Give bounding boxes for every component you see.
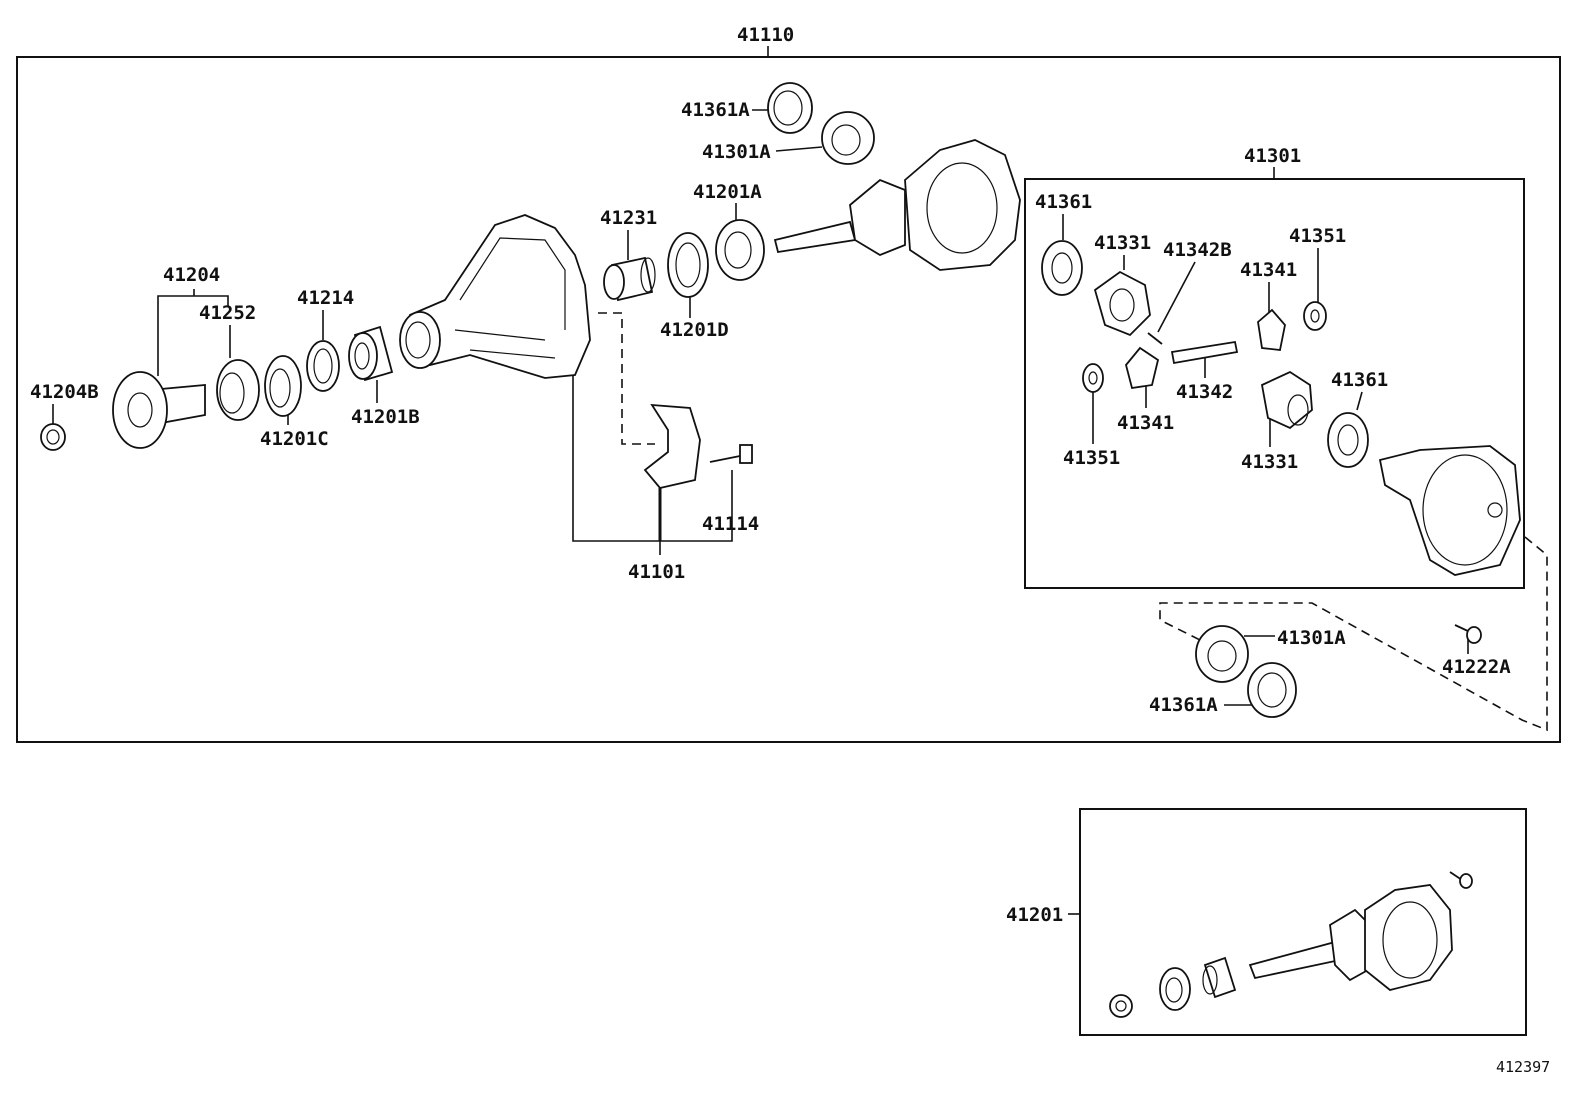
part-kit-spacer <box>1202 956 1237 999</box>
label-41331-b: 41331 <box>1241 451 1298 473</box>
label-41204B: 41204B <box>30 381 99 403</box>
label-41361-a: 41361 <box>1035 191 1092 213</box>
part-kit-ring-pinion <box>1248 884 1453 991</box>
part-41201D-shim <box>667 232 709 298</box>
label-41252: 41252 <box>199 302 256 324</box>
label-41214: 41214 <box>297 287 354 309</box>
label-41201A: 41201A <box>693 181 762 203</box>
part-41361-b-washer <box>1327 412 1369 468</box>
label-41342B: 41342B <box>1163 239 1232 261</box>
label-41361-b: 41361 <box>1331 369 1388 391</box>
label-41331-a: 41331 <box>1094 232 1151 254</box>
part-41214-spacer <box>306 340 340 392</box>
label-41222A: 41222A <box>1442 656 1511 678</box>
label-41114: 41114 <box>702 513 759 535</box>
part-41342B-pin <box>1147 332 1163 345</box>
part-41222A-bolt <box>1454 624 1482 644</box>
part-kit-bearing <box>1159 967 1191 1011</box>
part-41331-b-side-gear <box>1260 370 1313 430</box>
part-41361A-bot-seal <box>1247 662 1297 718</box>
label-41204: 41204 <box>163 264 220 286</box>
part-41341-b-pinion <box>1125 346 1160 390</box>
part-41342-cross-shaft <box>1170 340 1239 365</box>
label-41201B: 41201B <box>351 406 420 428</box>
part-41201C-bearing <box>264 355 302 417</box>
callout-diff-case: 41301 <box>1244 145 1301 167</box>
part-41351-a-washer <box>1303 301 1327 331</box>
part-41361A-top-seal <box>767 82 813 134</box>
label-41342: 41342 <box>1176 381 1233 403</box>
callout-ring-pinion-kit: 41201 <box>1006 904 1063 926</box>
part-kit-nut <box>1109 994 1133 1018</box>
label-41341-b: 41341 <box>1117 412 1174 434</box>
part-bearing-cap <box>643 403 701 490</box>
label-41351-a: 41351 <box>1289 225 1346 247</box>
part-kit-bolt <box>1449 871 1473 889</box>
label-41361A-bot: 41361A <box>1149 694 1218 716</box>
label-41201D: 41201D <box>660 319 729 341</box>
label-41301A-bot: 41301A <box>1277 627 1346 649</box>
part-41201A-bearing <box>715 219 765 281</box>
part-41301A-top-bearing <box>821 111 875 165</box>
label-41301A-top: 41301A <box>702 141 771 163</box>
label-41101: 41101 <box>628 561 685 583</box>
part-ring-and-pinion <box>773 139 1021 271</box>
label-41341-a: 41341 <box>1240 259 1297 281</box>
part-41361-a-washer <box>1041 240 1083 296</box>
part-diff-case <box>1378 445 1521 576</box>
part-41331-a-side-gear <box>1093 270 1151 337</box>
part-41204B-nut <box>40 423 66 451</box>
part-41114-bolt <box>709 444 753 464</box>
label-41361A-top: 41361A <box>681 99 750 121</box>
main-assembly-frame <box>16 56 1561 743</box>
figure-id: 412397 <box>1496 1058 1550 1076</box>
part-41201B-bearing <box>348 325 394 382</box>
ring-pinion-kit-frame <box>1079 808 1527 1036</box>
part-41301A-bot-bearing <box>1195 625 1249 683</box>
label-41231: 41231 <box>600 207 657 229</box>
callout-main-assembly: 41110 <box>737 24 794 46</box>
part-41351-b-washer <box>1082 363 1104 393</box>
dashed-guides <box>598 312 1548 732</box>
part-41341-a-pinion <box>1257 308 1286 351</box>
part-41252-deflector <box>216 359 260 421</box>
part-41101-carrier-housing <box>399 214 591 379</box>
part-41231-spacer <box>603 256 656 302</box>
label-41351-b: 41351 <box>1063 447 1120 469</box>
label-41201C: 41201C <box>260 428 329 450</box>
part-41204-flange <box>112 371 206 449</box>
